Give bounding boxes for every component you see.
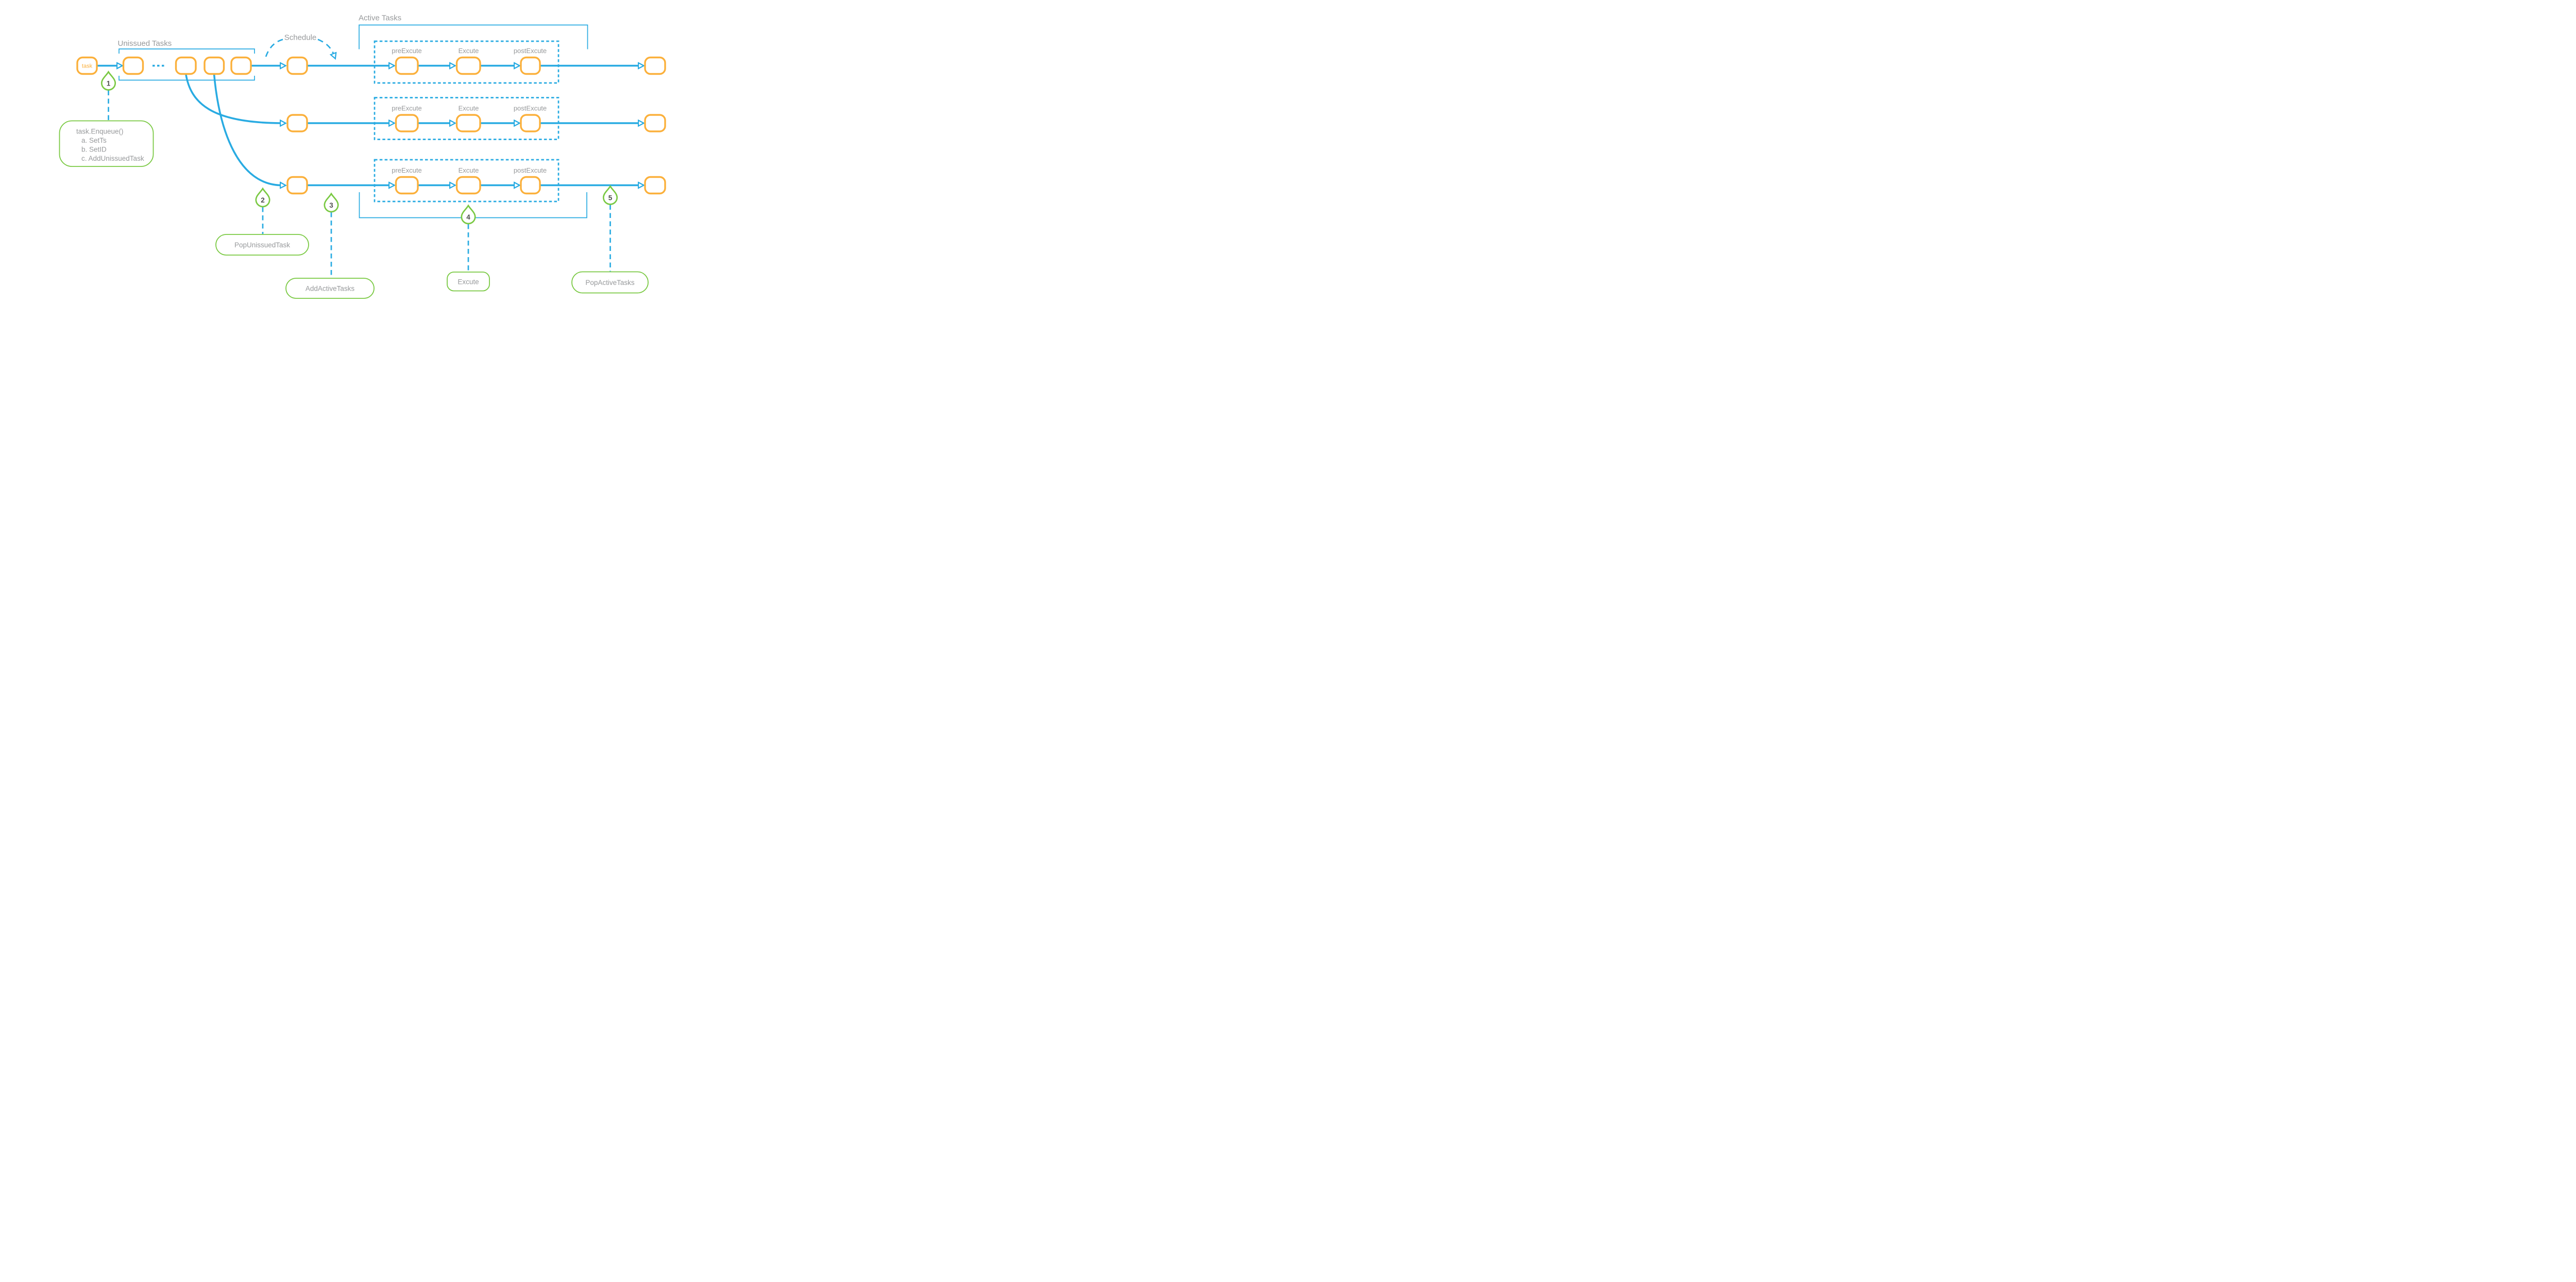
end-node-2	[644, 114, 666, 132]
diagram-page: Unissued Tasks Schedule Active Tasks pre…	[0, 0, 778, 320]
queue-oval-4	[230, 56, 252, 75]
step-number: 3	[329, 201, 333, 209]
annotation-label: PopActiveTasks	[585, 279, 635, 286]
annotation-task-enqueue: task.Enqueue() a. SetTs b. SetID c. AddU…	[59, 120, 154, 167]
queue-oval-2	[175, 56, 197, 75]
step-number: 4	[466, 213, 470, 221]
scheduled-node-3	[286, 176, 308, 195]
annotation-line: c. AddUnissuedTask	[81, 155, 144, 162]
excute-label-1: Excute	[459, 47, 479, 55]
step-marker-4: 4	[461, 204, 476, 225]
excute-node-3	[455, 176, 481, 195]
post-excute-label-1: postExcute	[514, 47, 547, 55]
post-excute-label-3: postExcute	[514, 166, 547, 174]
annotation-box	[571, 271, 649, 294]
annotation-box	[285, 278, 375, 299]
pre-excute-node-1	[395, 56, 419, 75]
unissued-queue-bracket-top	[118, 48, 255, 54]
step-marker-5: 5	[602, 184, 618, 205]
post-excute-node-1	[520, 56, 541, 75]
annotation-label: Excute	[457, 278, 479, 286]
post-excute-node-3	[520, 176, 541, 195]
annotation-box	[215, 234, 309, 256]
excute-label-3: Excute	[459, 166, 479, 174]
annotation-excute: Excute	[447, 272, 490, 292]
scheduled-node-2	[286, 114, 308, 132]
annotation-line: b. SetID	[81, 146, 107, 154]
active-tasks-bracket-top	[359, 24, 588, 49]
unissued-tasks-label: Unissued Tasks	[118, 39, 172, 48]
step-number: 5	[608, 194, 613, 201]
annotation-add-active-tasks: AddActiveTasks	[285, 278, 375, 299]
end-node-1	[644, 56, 666, 75]
pre-excute-label-1: preExcute	[392, 47, 422, 55]
annotation-pop-unissued-task: PopUnissuedTask	[215, 234, 309, 256]
schedule-arc-left	[265, 38, 284, 57]
excute-node-1	[455, 56, 481, 75]
queue-oval-3	[204, 56, 225, 75]
teardrop-icon	[100, 70, 116, 91]
annotation-line: task.Enqueue()	[76, 128, 124, 136]
curved-arrow-queue-to-row2	[184, 74, 280, 124]
schedule-label: Schedule	[284, 33, 317, 42]
annotation-line: a. SetTs	[81, 137, 107, 144]
queue-oval-1	[122, 56, 144, 75]
step-marker-2: 2	[255, 187, 270, 208]
teardrop-icon	[255, 187, 270, 208]
step-marker-1: 1	[100, 70, 116, 91]
scheduled-node-1	[286, 56, 308, 75]
curved-arrow-queue-to-row3	[213, 74, 281, 185]
annotation-label: AddActiveTasks	[306, 285, 355, 293]
task-node	[76, 56, 98, 75]
task-node-label: task	[82, 63, 93, 70]
pre-excute-node-3	[395, 176, 419, 195]
excute-node-2	[455, 114, 481, 132]
annotation-label: PopUnissuedTask	[234, 241, 290, 249]
step-number: 2	[261, 196, 265, 204]
pipeline-box-2	[374, 97, 560, 140]
teardrop-icon	[602, 184, 618, 205]
pre-excute-label-3: preExcute	[392, 166, 422, 174]
task-scheduler-diagram: Unissued Tasks Schedule Active Tasks pre…	[59, 14, 666, 299]
step-marker-3: 3	[324, 192, 339, 213]
teardrop-icon	[324, 192, 339, 213]
pre-excute-label-2: preExcute	[392, 105, 422, 112]
annotation-box	[59, 120, 154, 167]
pipeline-box-1	[374, 40, 560, 84]
annotation-box	[447, 272, 490, 292]
end-node-3	[644, 176, 666, 195]
schedule-arc-right-arrow	[317, 39, 333, 54]
excute-label-2: Excute	[459, 105, 479, 112]
post-excute-node-2	[520, 114, 541, 132]
annotation-pop-active-tasks: PopActiveTasks	[571, 271, 649, 294]
teardrop-icon	[461, 204, 476, 225]
pipeline-box-3	[374, 159, 560, 203]
pre-excute-node-2	[395, 114, 419, 132]
step-number: 1	[107, 79, 111, 87]
post-excute-label-2: postExcute	[514, 105, 547, 112]
active-tasks-label: Active Tasks	[359, 14, 401, 23]
